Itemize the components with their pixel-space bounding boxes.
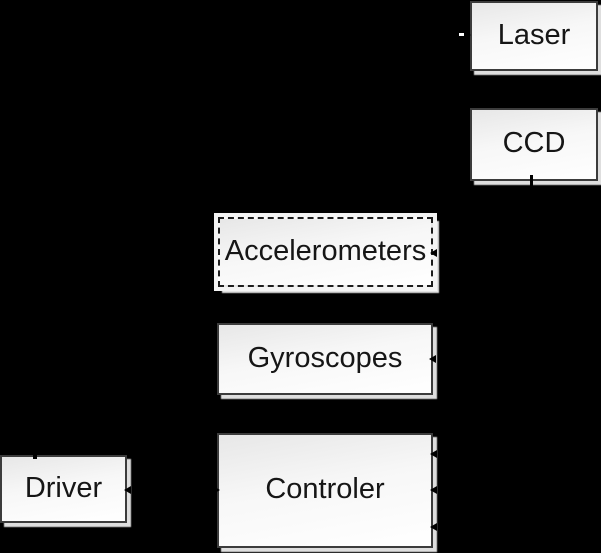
arrowhead-into-laser-left-icon — [464, 31, 471, 39]
box-accelerometers-label: Accelerometers — [224, 234, 427, 267]
box-driver-label: Driver — [24, 471, 103, 504]
connector-stub-into-driver-top — [33, 450, 37, 459]
arrowhead-into-controler-low-icon — [430, 523, 437, 531]
box-accelerometers: Accelerometers — [218, 217, 433, 287]
box-laser-label: Laser — [497, 18, 571, 51]
box-gyroscopes: Gyroscopes — [217, 323, 433, 395]
box-driver: Driver — [0, 455, 127, 523]
arrowhead-into-controler-mid-icon — [430, 486, 437, 494]
arrowhead-into-accelerometers-icon — [430, 249, 437, 257]
box-ccd: CCD — [470, 108, 598, 181]
box-ccd-label: CCD — [502, 127, 566, 159]
box-laser: Laser — [470, 1, 598, 71]
connector-dash-laser-left — [459, 33, 467, 36]
arrowhead-into-driver-right-icon — [124, 486, 131, 494]
arrowhead-into-gyroscopes-icon — [429, 355, 436, 363]
box-controler-label: Controler — [265, 473, 385, 505]
box-controler: Controler — [217, 433, 433, 548]
connector-stub-below-ccd — [530, 175, 533, 186]
box-gyroscopes-label: Gyroscopes — [247, 341, 403, 374]
arrowhead-into-controler-left-icon — [213, 486, 220, 494]
arrowhead-into-controler-top-icon — [430, 450, 437, 458]
